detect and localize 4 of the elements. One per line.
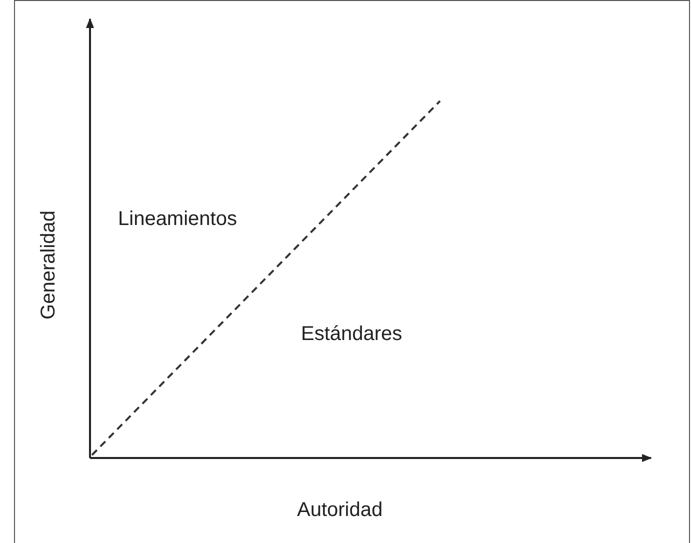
axis-label: Autoridad [297, 498, 383, 522]
axis-label: Generalidad [36, 210, 60, 320]
region-label: Estándares [301, 322, 402, 346]
region-label: Lineamientos [118, 207, 237, 231]
